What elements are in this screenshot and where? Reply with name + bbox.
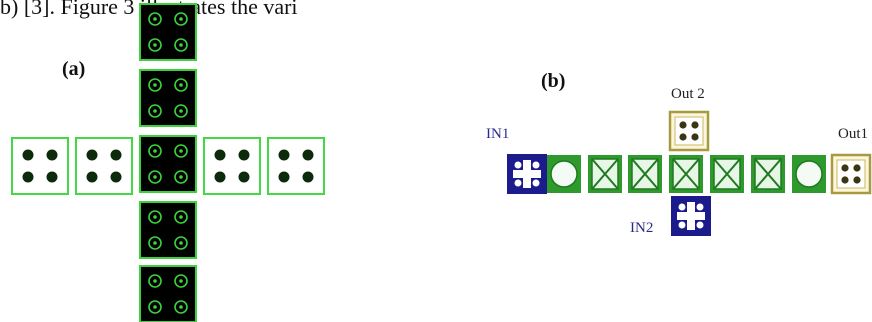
channel-x-cell-junction (668, 154, 704, 194)
port-label-out1: Out1 (838, 126, 868, 142)
light-cell (11, 137, 69, 195)
port-label-in2: IN2 (630, 220, 654, 236)
light-cell (203, 137, 261, 195)
dark-cell (139, 201, 197, 259)
channel-hole-cell (791, 154, 827, 194)
diagram-b (507, 110, 872, 236)
light-cell (75, 137, 133, 195)
dark-cell (139, 265, 197, 322)
port-label-in1: IN1 (486, 126, 510, 142)
figure-label-b: (b) (541, 70, 566, 92)
channel-x-cell (627, 154, 663, 194)
light-cell (267, 137, 325, 195)
port-label-out2: Out 2 (671, 86, 705, 102)
channel-x-cell (587, 154, 623, 194)
channel-x-cell (750, 154, 786, 194)
input-reservoir-in1 (507, 154, 547, 194)
dark-cell (139, 69, 197, 127)
output-reservoir-out1 (830, 153, 872, 195)
output-reservoir-out2 (668, 110, 710, 152)
input-reservoir-in2 (671, 196, 711, 236)
channel-x-cell (709, 154, 745, 194)
dark-cell (139, 3, 197, 61)
channel-hole-cell (546, 154, 582, 194)
diagram-a (11, 3, 325, 322)
dark-cell-center (139, 135, 197, 193)
figure-label-a: (a) (62, 58, 86, 80)
